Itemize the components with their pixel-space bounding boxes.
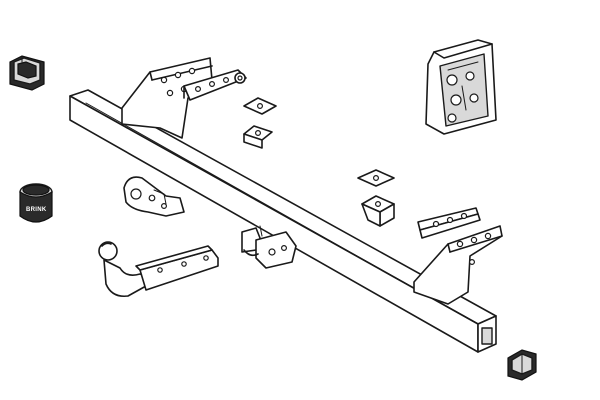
right-mounting-bracket-icon [413,207,503,305]
socket-brand-label: BRINK [26,207,47,213]
tow-ball-arm-icon [98,241,219,298]
socket-plate-icon [123,176,185,217]
receiver-plate-icon [241,225,297,269]
crossbar-icon [69,89,497,353]
end-cap-icon [507,349,537,381]
angle-bracket-icon [243,125,273,149]
spacer-plate-right-icon [357,169,395,187]
rubber-cap-icon [9,55,45,91]
electrical-socket-icon: BRINK [19,183,53,223]
spacer-plate-icon [243,97,277,115]
angle-bracket-right-icon [361,195,395,227]
hardware-bag-icon [425,39,497,135]
left-mounting-bracket-icon [121,57,247,139]
